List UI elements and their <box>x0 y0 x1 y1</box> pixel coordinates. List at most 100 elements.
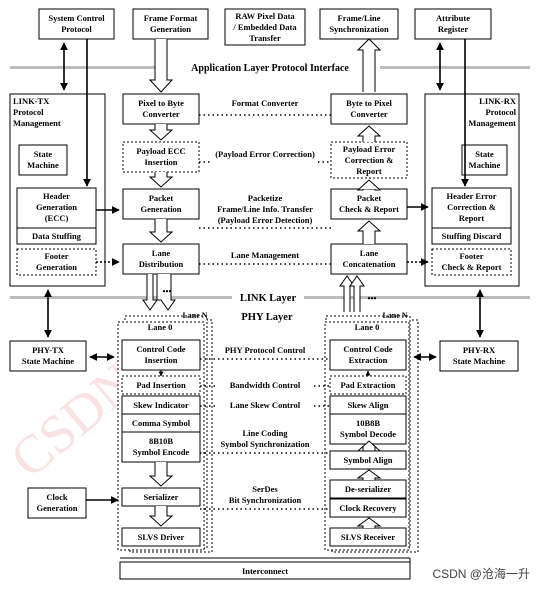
deserializer: De-serializer <box>345 484 391 494</box>
system-control-protocol-l2: Protocol <box>61 24 92 34</box>
system-control-protocol-l1: System Control <box>48 13 105 23</box>
phy-rx-laneN: Lane N <box>382 311 407 320</box>
phy-rx-lane0: Lane 0 <box>355 322 380 332</box>
payload-error-l3: Report <box>356 166 382 176</box>
payload-error-correction-label: (Payload Error Correction) <box>215 149 315 159</box>
link-layer-label: LINK Layer <box>240 293 297 304</box>
phy-layer-label: PHY Layer <box>241 312 293 323</box>
link-tx-title-l2: Protocol <box>13 107 44 117</box>
phy-tx-state-l1: PHY-TX <box>32 345 65 355</box>
clock-recovery: Clock Recovery <box>339 503 397 513</box>
footer-generation-l1: Footer <box>44 251 68 261</box>
clock-generation-l2: Generation <box>36 503 77 513</box>
lane-concatenation-l2: Concatenation <box>343 259 396 269</box>
byte-to-pixel-l1: Byte to Pixel <box>346 98 392 108</box>
stuffing-discard: Stuffing Discard <box>442 231 502 241</box>
skew-indicator: Skew Indicator <box>133 400 189 410</box>
clock-generation-l1: Clock <box>46 492 68 502</box>
pixel-to-byte-l1: Pixel to Byte <box>138 98 184 108</box>
pad-insertion: Pad Insertion <box>136 380 186 390</box>
footer-generation-l2: Generation <box>36 262 77 272</box>
raw-pixel-data-l3: Transfer <box>249 33 281 43</box>
control-code-insertion-l1: Control Code <box>136 344 185 354</box>
header-error-l1: Header Error <box>447 191 497 201</box>
connector-arrows <box>44 39 484 504</box>
raw-pixel-data-l2: / Embedded Data <box>232 22 297 32</box>
packet-check-l1: Packet <box>357 193 382 203</box>
footer-check-l2: Check & Report <box>442 262 502 272</box>
slvs-receiver: SLVS Receiver <box>341 532 395 542</box>
phy-protocol-control-label: PHY Protocol Control <box>225 345 306 355</box>
packetize-label-l2: Frame/Line Info. Transfer <box>217 204 313 214</box>
slvs-driver: SLVS Driver <box>138 532 185 542</box>
phy-rx-state-l1: PHY-RX <box>463 345 496 355</box>
control-code-extraction-l1: Control Code <box>343 344 392 354</box>
link-tx-block: LINK-TX Protocol Management State Machin… <box>9 93 106 287</box>
lane-management-label: Lane Management <box>231 250 299 260</box>
lane-skew-control-label: Lane Skew Control <box>230 400 301 410</box>
attribute-register-l2: Register <box>438 24 468 34</box>
packetize-label-l1: Packetize <box>248 193 283 203</box>
attribute-register-l1: Attribute <box>436 13 470 23</box>
control-code-insertion-l2: Insertion <box>144 355 177 365</box>
link-middle-labels: Format Converter (Payload Error Correcti… <box>215 98 315 260</box>
link-dotted-lines <box>199 114 331 265</box>
phy-rx-block: Lane 0 Lane N Control Code Extraction Pa… <box>324 311 419 553</box>
rx-link-chain: Byte to Pixel Converter Payload Error Co… <box>330 93 408 275</box>
payload-error-l1: Payload Error <box>343 144 396 154</box>
phy-middle-labels: PHY Protocol Control Bandwidth Control L… <box>214 345 318 505</box>
phy-tx-lane0: Lane 0 <box>148 322 173 332</box>
data-path-arrows <box>142 38 382 528</box>
link-tx-state-l1: State <box>34 149 53 159</box>
link-rx-state-l2: Machine <box>469 160 501 170</box>
control-code-extraction-l2: Extraction <box>349 355 388 365</box>
header-generation-l3: (ECC) <box>45 213 69 223</box>
header-error-l2: Correction & <box>447 202 496 212</box>
skew-align: Skew Align <box>348 400 389 410</box>
raw-pixel-data-l1: RAW Pixel Data <box>235 11 295 21</box>
rx-lane-dots: ••• <box>368 293 377 303</box>
frame-format-generation-l2: Generation <box>150 24 191 34</box>
decode-l1: 10B8B <box>356 418 380 428</box>
comma-symbol: Comma Symbol <box>132 418 191 428</box>
encode-l2: Symbol Encode <box>133 447 190 457</box>
payload-error-l2: Correction & <box>345 155 394 165</box>
link-tx-title-l1: LINK-TX <box>13 96 50 106</box>
phy-chain-links <box>158 370 371 377</box>
phy-dotted-lines <box>200 358 330 510</box>
header-error-l3: Report <box>459 213 485 223</box>
footer-check-l1: Footer <box>459 251 483 261</box>
lane-distribution-l2: Distribution <box>139 259 184 269</box>
serdes-l2: Bit Synchronization <box>229 495 302 505</box>
data-stuffing: Data Stuffing <box>32 231 82 241</box>
header-generation-l2: Generation <box>36 202 77 212</box>
serializer: Serializer <box>144 492 179 502</box>
packet-generation-l1: Packet <box>149 193 174 203</box>
frame-line-sync-l2: Synchronization <box>329 24 389 34</box>
interconnect-label: Interconnect <box>242 566 288 576</box>
payload-ecc-l1: Payload ECC <box>136 146 185 156</box>
link-rx-title-l3: Management <box>468 118 516 128</box>
tx-lane-dots: ••• <box>163 286 172 296</box>
lane-concatenation-l1: Lane <box>360 248 379 258</box>
tx-link-chain: Pixel to Byte Converter Payload ECC Inse… <box>122 93 200 275</box>
link-rx-title-l1: LINK-RX <box>479 96 517 106</box>
payload-ecc-l2: Insertion <box>144 157 177 167</box>
packet-check-l2: Check & Report <box>339 204 399 214</box>
pad-extraction: Pad Extraction <box>340 380 395 390</box>
encode-l1: 8B10B <box>149 436 173 446</box>
lane-distribution-l1: Lane <box>152 248 171 258</box>
link-tx-state-l2: Machine <box>27 160 59 170</box>
top-row: System Control Protocol Frame Format Gen… <box>38 8 492 46</box>
link-rx-block: LINK-RX Protocol Management State Machin… <box>424 93 520 287</box>
bandwidth-control-label: Bandwidth Control <box>230 380 301 390</box>
link-rx-title-l2: Protocol <box>485 107 516 117</box>
watermark-text: CSDN @沧海一升 <box>432 566 530 581</box>
packet-generation-l2: Generation <box>140 204 181 214</box>
frame-line-sync-l1: Frame/Line <box>338 13 381 23</box>
phy-tx-laneN: Lane N <box>182 311 207 320</box>
phy-side-boxes: PHY-TX State Machine PHY-RX State Machin… <box>9 340 519 519</box>
app-layer-label: Application Layer Protocol Interface <box>191 63 349 74</box>
frame-format-generation-l1: Frame Format <box>144 13 198 23</box>
